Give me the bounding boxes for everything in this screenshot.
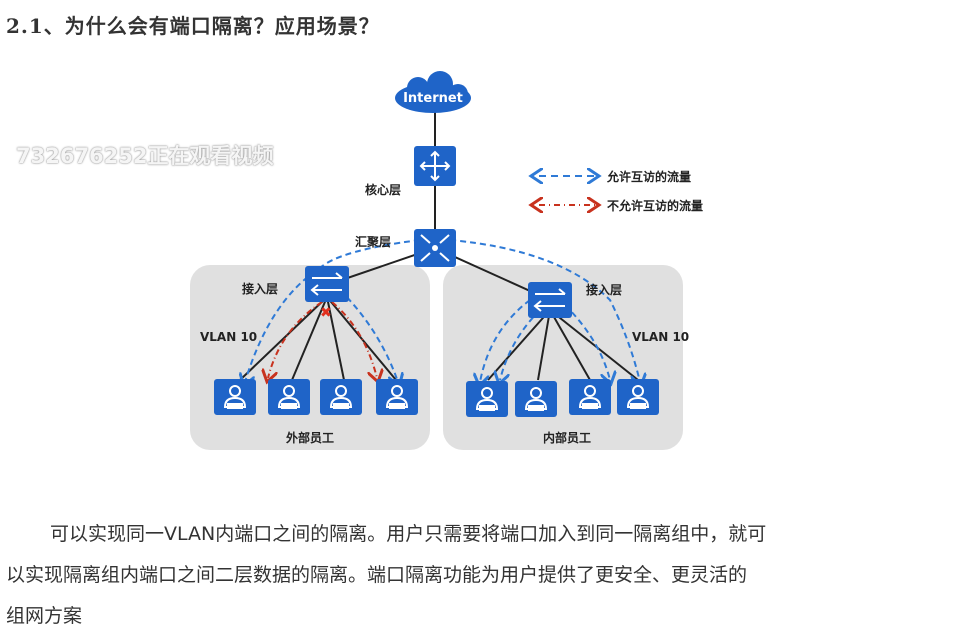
- pc-icon: [514, 380, 558, 418]
- access-switch-left-icon: [305, 266, 349, 302]
- paragraph-line: 组网方案: [6, 605, 83, 627]
- access-layer-right-label: 接入层: [586, 282, 622, 297]
- network-diagram: Internet 核心层 汇聚层 ✖ 接入层 接入层 VLAN 10 VLAN …: [190, 71, 703, 450]
- aggregation-layer-label: 汇聚层: [355, 235, 391, 249]
- watermark: 732676252正在观看视频: [16, 144, 274, 168]
- legend-allowed-label: 允许互访的流量: [606, 169, 691, 184]
- paragraph-line: 以实现隔离组内端口之间二层数据的隔离。端口隔离功能为用户提供了更安全、更灵活的: [6, 564, 748, 586]
- pc-icon: [465, 380, 509, 418]
- external-staff-label: 外部员工: [286, 430, 334, 445]
- paragraph-line: 可以实现同一VLAN内端口之间的隔离。用户只需要将端口加入到同一隔离组中，就可: [50, 523, 767, 545]
- pc-icon: [213, 378, 257, 416]
- pc-icon: [616, 378, 660, 416]
- body-paragraph: 可以实现同一VLAN内端口之间的隔离。用户只需要将端口加入到同一隔离组中，就可 …: [6, 514, 766, 637]
- core-router-icon: [414, 146, 456, 186]
- pc-icon: [319, 378, 363, 416]
- internet-label: Internet: [403, 91, 463, 106]
- blocked-x-icon: ✖: [320, 305, 332, 321]
- access-switch-right-icon: [528, 282, 572, 318]
- internet-cloud-icon: Internet: [395, 71, 471, 113]
- core-layer-label: 核心层: [365, 182, 401, 197]
- section-title: 2.1、为什么会有端口隔离？应用场景？: [6, 14, 380, 38]
- pc-icon: [375, 378, 419, 416]
- aggregation-switch-icon: [414, 229, 456, 267]
- vlan-left-label: VLAN 10: [200, 330, 257, 344]
- internal-staff-label: 内部员工: [543, 430, 591, 445]
- access-layer-left-label: 接入层: [242, 281, 278, 296]
- legend-denied-label: 不允许互访的流量: [607, 198, 703, 213]
- pc-icon: [267, 378, 311, 416]
- denied-flows: [268, 301, 377, 378]
- vlan-right-label: VLAN 10: [632, 330, 689, 344]
- pc-icon: [568, 378, 612, 416]
